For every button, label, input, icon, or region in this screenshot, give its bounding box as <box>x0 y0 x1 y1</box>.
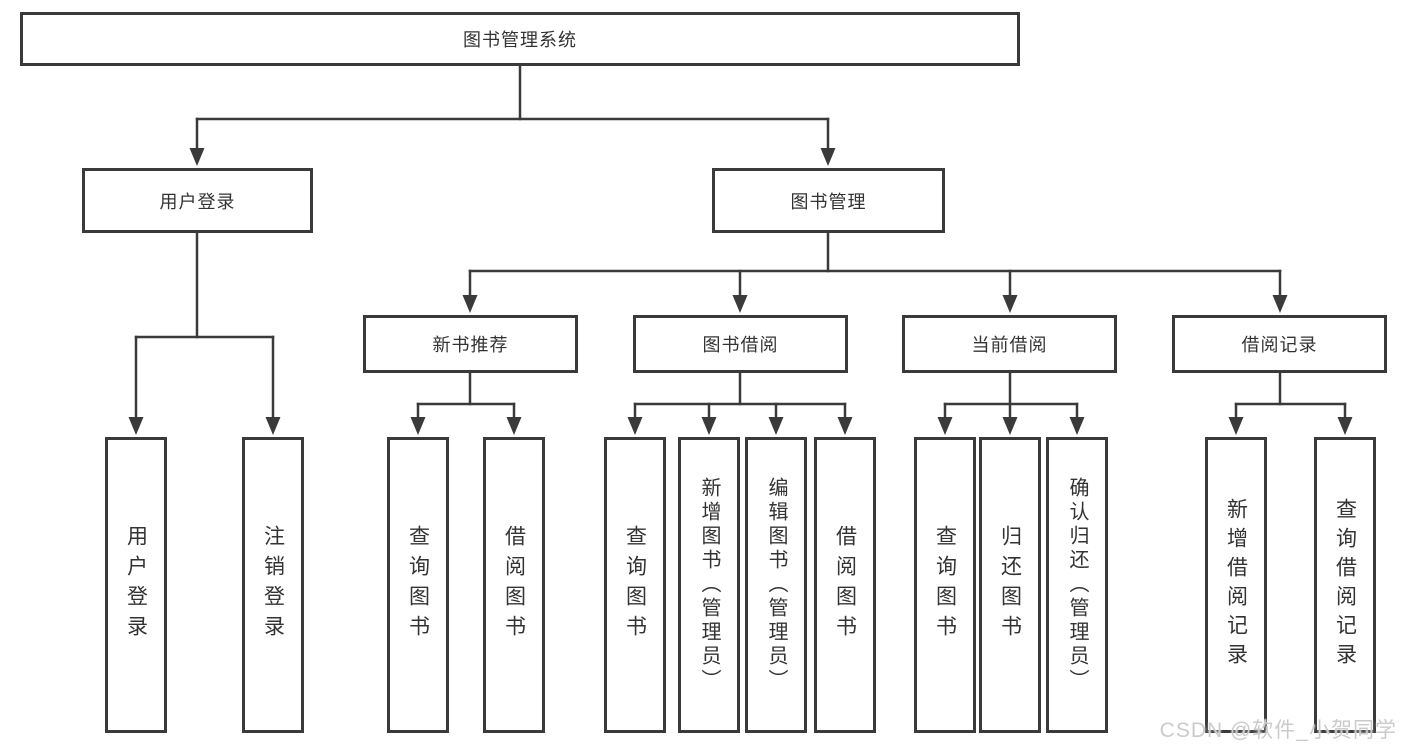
connector-login-to-leaves <box>128 231 281 435</box>
node-current-borrowing: 当前借阅 <box>902 315 1117 373</box>
leaf-borrow-books-recommend: 借阅图书 <box>483 437 545 733</box>
node-label: 借阅图书 <box>833 525 857 645</box>
connector-root-to-level2 <box>189 64 836 166</box>
connector-records-to-leaves <box>1228 371 1353 435</box>
leaf-confirm-return-admin: 确认归还（管理员） <box>1046 437 1108 733</box>
node-label: 借阅图书 <box>502 525 526 645</box>
leaf-query-books-borrow: 查询图书 <box>604 437 666 733</box>
leaf-edit-books-admin: 编辑图书（管理员） <box>745 437 807 733</box>
leaf-return-books: 归还图书 <box>979 437 1041 733</box>
connector-mgmt-to-level3 <box>462 231 1288 313</box>
node-label: 新增图书（管理员） <box>698 477 720 693</box>
node-book-borrowing: 图书借阅 <box>633 315 848 373</box>
connector-recommend-to-leaves <box>410 371 522 435</box>
csdn-watermark: CSDN @软件_小贺同学 <box>1159 719 1397 742</box>
node-label: 确认归还（管理员） <box>1066 477 1088 693</box>
node-label: 归还图书 <box>998 525 1022 645</box>
node-label: 查询图书 <box>933 525 957 645</box>
node-label: 查询图书 <box>406 525 430 645</box>
node-new-book-recommend: 新书推荐 <box>363 315 578 373</box>
leaf-add-borrow-record: 新增借阅记录 <box>1205 437 1267 733</box>
node-label: 查询图书 <box>623 525 647 645</box>
node-label: 编辑图书（管理员） <box>765 477 787 693</box>
connector-borrow-to-leaves <box>627 371 853 435</box>
node-label: 查询借阅记录 <box>1333 498 1357 672</box>
leaf-query-books-current: 查询图书 <box>914 437 976 733</box>
leaf-add-books-admin: 新增图书（管理员） <box>678 437 740 733</box>
leaf-logout: 注销登录 <box>242 437 304 733</box>
leaf-query-books-recommend: 查询图书 <box>387 437 449 733</box>
node-label: 用户登录 <box>124 525 148 645</box>
leaf-query-borrow-record: 查询借阅记录 <box>1314 437 1376 733</box>
node-label: 借阅记录 <box>1241 335 1318 355</box>
node-label: 图书管理系统 <box>463 30 577 50</box>
node-library-management-system: 图书管理系统 <box>20 12 1020 66</box>
node-borrowing-records: 借阅记录 <box>1172 315 1387 373</box>
node-label: 图书管理 <box>790 191 867 212</box>
node-label: 注销登录 <box>261 525 285 645</box>
node-user-login: 用户登录 <box>82 168 313 233</box>
node-label: 用户登录 <box>159 191 236 212</box>
node-label: 新书推荐 <box>432 335 509 355</box>
leaf-borrow-books: 借阅图书 <box>814 437 876 733</box>
node-book-management: 图书管理 <box>712 168 945 233</box>
node-label: 当前借阅 <box>971 335 1048 355</box>
leaf-user-login: 用户登录 <box>105 437 167 733</box>
connector-current-to-leaves <box>937 371 1085 435</box>
node-label: 图书借阅 <box>702 335 779 355</box>
node-label: 新增借阅记录 <box>1224 498 1248 672</box>
